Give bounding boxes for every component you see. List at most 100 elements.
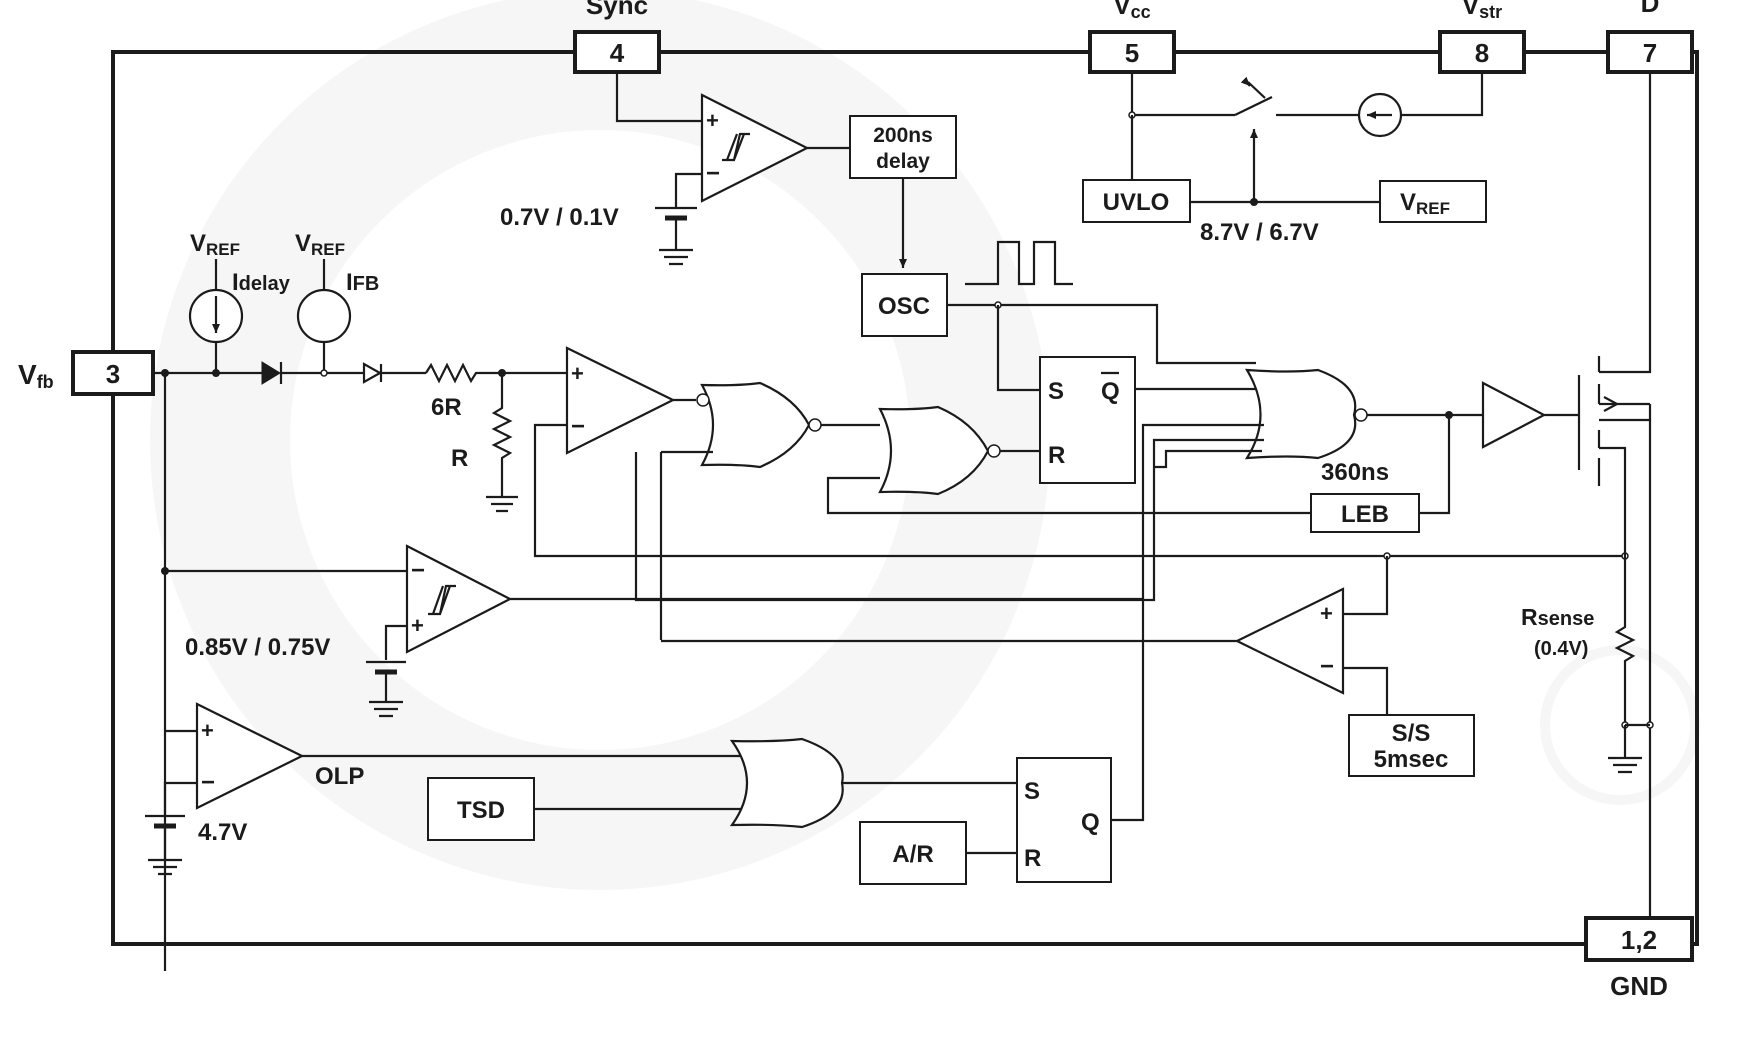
ff2-q-label: Q (1081, 809, 1100, 836)
rsense-label: Rsense (1521, 604, 1594, 630)
pin-gnd-number: 1,2 (1621, 925, 1657, 955)
idelay-source: VREF Idelay (188, 230, 291, 377)
resistor-r-label: R (451, 445, 468, 472)
flipflop-1: S Q R (1039, 356, 1265, 484)
rsense-name: R (1521, 604, 1538, 630)
osc-block-label: OSC (878, 293, 930, 320)
ar-block-label: A/R (892, 841, 933, 868)
sync-reference-battery: 0.7V / 0.1V (500, 204, 697, 266)
pin-vfb-number: 3 (106, 359, 120, 389)
ifb-name: I (346, 269, 353, 296)
ss-cmp-minus: − (1320, 653, 1334, 680)
olp-comparator: + − OLP 4.7V (145, 702, 740, 876)
resistor-6r-icon (425, 362, 567, 384)
idelay-name: I (232, 269, 239, 296)
vref2-label: VREF (295, 230, 345, 259)
feedback-network: 6R R (153, 361, 567, 971)
ifb-label: IFB (346, 269, 379, 296)
softstart-comparator: + − (661, 556, 1389, 715)
pin-sync-name: Sync (586, 0, 648, 20)
resistor-r-icon (491, 373, 513, 497)
ff1-s-label: S (1048, 378, 1064, 405)
ifb-sub: FB (353, 273, 380, 295)
tsd-block-label: TSD (457, 797, 505, 824)
ifb-source: VREF IFB (295, 230, 379, 377)
olp-label: OLP (315, 763, 364, 790)
idelay-sub: delay (239, 273, 291, 295)
leb-time-label: 360ns (1321, 459, 1389, 486)
pin-vstr-number: 8 (1475, 38, 1489, 68)
startup-switch-icon (1234, 96, 1273, 116)
pin-vfb: 3 Vfb (18, 350, 155, 396)
ff2-s-label: S (1024, 778, 1040, 805)
flipflop-2: S Q R (1016, 757, 1112, 883)
vref1-label: VREF (190, 230, 240, 259)
olp-reference-label: 4.7V (198, 819, 247, 846)
ss-cmp-plus: + (1320, 601, 1333, 626)
pin-vfb-label: Vfb (18, 359, 54, 392)
pin-gnd: 1,2 GND (1584, 916, 1694, 1001)
leb-block-label: LEB (1341, 501, 1389, 528)
pin-drain-name: D (1641, 0, 1660, 18)
vref2-sub: REF (311, 240, 345, 259)
sync-cmp-plus: + (706, 108, 719, 133)
vref-block-sub: REF (1416, 199, 1450, 218)
pin-vcc: 5 Vcc (1088, 0, 1176, 74)
ss-block-line1: S/S (1392, 720, 1431, 747)
pin-drain: 7 D (1606, 0, 1694, 74)
ff1-r-label: R (1048, 442, 1065, 469)
pwm-comparator: + − (533, 346, 1629, 560)
ss-block-line2: 5msec (1374, 746, 1449, 773)
nor-gate-1 (659, 381, 880, 640)
olp-cmp-minus: − (201, 769, 215, 796)
uvlo-block-label: UVLO (1103, 189, 1170, 216)
gate-driver (1481, 381, 1579, 449)
rsense-sub: sense (1538, 608, 1595, 630)
power-mosfet (1577, 72, 1652, 918)
burst-threshold-label: 0.85V / 0.75V (185, 634, 330, 661)
ff2-r-label: R (1024, 845, 1041, 872)
ifb-current-source-icon (296, 288, 352, 344)
nor-gate-2 (826, 405, 1311, 515)
pin-vcc-name: V (1113, 0, 1131, 20)
pwm-cmp-plus: + (571, 361, 584, 386)
vref-block: VREF (1379, 180, 1487, 223)
uvlo-block: UVLO 8.7V / 6.7V (1082, 179, 1319, 246)
burst-cmp-plus: + (411, 613, 424, 638)
softstart-block: S/S 5msec (1348, 714, 1475, 777)
pin-vfb-sub: fb (37, 372, 54, 392)
delay-block-line2: delay (876, 150, 930, 173)
osc-block: OSC (861, 240, 1256, 392)
pin-sync: 4 Sync (573, 0, 661, 74)
vref-block-name: V (1400, 189, 1416, 216)
sync-threshold-label: 0.7V / 0.1V (500, 204, 619, 231)
pin-vcc-sub: cc (1131, 2, 1151, 22)
vref1-sub: REF (206, 240, 240, 259)
pin-vstr: 8 Vstr (1438, 0, 1526, 74)
pin-drain-number: 7 (1643, 38, 1657, 68)
idelay-label: Idelay (232, 269, 291, 296)
pin-vcc-label: Vcc (1113, 0, 1150, 22)
tsd-block: TSD (427, 777, 748, 841)
sync-cmp-minus: − (706, 160, 720, 187)
rsense-network: Rsense (0.4V) (1521, 556, 1654, 774)
or-gate-protection (729, 737, 1017, 829)
pin-vfb-name: V (18, 359, 37, 390)
pin-vstr-label: Vstr (1462, 0, 1502, 22)
uvlo-threshold-label: 8.7V / 6.7V (1200, 219, 1319, 246)
pulse-waveform-icon (965, 240, 1073, 286)
resistor-6r-label: 6R (431, 394, 462, 421)
burst-cmp-minus: − (411, 557, 425, 584)
vref2-name: V (295, 230, 311, 257)
pin-vcc-number: 5 (1125, 38, 1139, 68)
vref1-name: V (190, 230, 206, 257)
vref-block-label: VREF (1400, 189, 1450, 218)
pwm-cmp-minus: − (571, 413, 585, 440)
rsense-value-label: (0.4V) (1534, 638, 1588, 660)
hysteresis-icon (722, 132, 750, 162)
sync-comparator: + − (615, 72, 850, 207)
pin-vstr-sub: str (1479, 2, 1502, 22)
ar-block: A/R (859, 821, 1017, 885)
diode-icon-2 (362, 362, 383, 384)
